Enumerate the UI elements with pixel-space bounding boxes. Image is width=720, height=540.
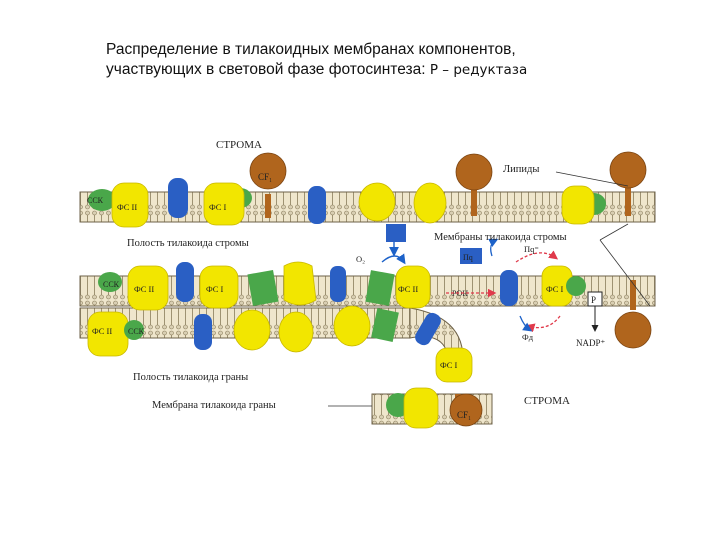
ps1-complex-curve bbox=[435, 347, 473, 383]
ps1-label-mid: ФС I bbox=[206, 284, 224, 294]
ps1-complex-top-2 bbox=[561, 185, 595, 225]
lipids-label: Липиды bbox=[503, 164, 539, 175]
stroma-lumen-label: Полость тилакоида стромы bbox=[127, 238, 249, 249]
ps2-label-top: ФС II bbox=[117, 202, 137, 212]
ps2-yellow-mid bbox=[283, 261, 317, 306]
reductase-label: P bbox=[591, 295, 596, 305]
ps1-complex-mid bbox=[199, 265, 239, 309]
ps1-label-curve: ФС I bbox=[440, 360, 458, 370]
cf1-head-top-3 bbox=[609, 151, 647, 189]
fd-label: Фд bbox=[522, 332, 534, 342]
cytochrome-mid-2 bbox=[330, 266, 346, 302]
roh-label: РОН bbox=[452, 289, 468, 298]
stroma-membranes-label: Мембраны тилакоида стромы bbox=[434, 232, 567, 243]
ssk-complex-3 bbox=[124, 320, 144, 340]
ssk-complex-1 bbox=[88, 189, 116, 211]
ps2-complex-grana bbox=[403, 387, 439, 429]
cf1-label-top: CF₁ bbox=[258, 172, 272, 182]
cf1-label-grana: CF₁ bbox=[457, 410, 471, 420]
cytochrome-top-2 bbox=[308, 186, 326, 224]
grana-lumen-label: Полость тилакоида граны bbox=[133, 372, 248, 383]
ps2-yellow-low-1 bbox=[233, 309, 271, 351]
cf1-head-top bbox=[249, 152, 287, 190]
lhc-mid-1 bbox=[247, 269, 279, 307]
ssk-label-1: ССК bbox=[87, 196, 104, 205]
carrier-box-right bbox=[460, 248, 482, 264]
lhc-mid-2 bbox=[365, 270, 395, 306]
ssk-label-2: ССК bbox=[103, 280, 120, 289]
stroma-top-label: СТРОМА bbox=[216, 139, 262, 151]
pc-label: Пq bbox=[463, 253, 473, 262]
cf1-head-top-2 bbox=[455, 153, 493, 191]
ps2-complex-top bbox=[111, 182, 149, 228]
grana-membrane-label: Мембрана тилакоида граны bbox=[152, 400, 276, 411]
stroma-bottom-label: СТРОМА bbox=[524, 395, 570, 407]
cytochrome-low-2 bbox=[415, 312, 441, 346]
cytochrome-low-1 bbox=[194, 314, 212, 350]
slide-title: Распределение в тилакоидных мембранах ко… bbox=[106, 40, 706, 80]
cf1-head-mid bbox=[614, 311, 652, 349]
title-line-1: Распределение в тилакоидных мембранах ко… bbox=[106, 41, 516, 58]
cf1-head-grana bbox=[449, 393, 483, 427]
nadp-label: NADP⁺ bbox=[576, 338, 606, 348]
ps1-green-mid-2 bbox=[566, 276, 586, 296]
carrier-box-left bbox=[386, 224, 406, 242]
ps2-yellow-low-3 bbox=[333, 305, 371, 347]
title-suffix: P – редуктаза bbox=[429, 62, 528, 78]
ps1-label-top: ФС I bbox=[209, 202, 227, 212]
pq-red-label: Пq⁼ bbox=[524, 244, 539, 254]
title-line-2: участвующих в световой фазе фотосинтеза:… bbox=[106, 60, 706, 80]
ssk-label-3: ССК bbox=[128, 327, 145, 336]
ps2-yellow-low-2 bbox=[278, 311, 314, 353]
lhc-low bbox=[371, 308, 399, 342]
cytochrome-mid-3 bbox=[500, 270, 518, 306]
ps2-complex-mid-2 bbox=[395, 265, 431, 309]
ps2-label-mid-2: ФС II bbox=[398, 284, 418, 294]
ps1-yellow-top-b bbox=[413, 182, 447, 224]
o2-label: O₂ bbox=[356, 254, 365, 264]
ps2-label-mid: ФС II bbox=[134, 284, 154, 294]
ps1-yellow-top-a bbox=[358, 182, 396, 222]
cytochrome-top-1 bbox=[168, 178, 188, 218]
title-line-2-text: участвующих в световой фазе фотосинтеза: bbox=[106, 61, 426, 78]
ps2-complex-mid bbox=[127, 265, 169, 311]
ps2-label-low: ФС II bbox=[92, 326, 112, 336]
ps1-complex-top bbox=[203, 182, 245, 226]
cytochrome-mid-1 bbox=[176, 262, 194, 302]
ssk-complex-2 bbox=[98, 272, 122, 292]
ps1-label-mid-2: ФС I bbox=[546, 284, 564, 294]
